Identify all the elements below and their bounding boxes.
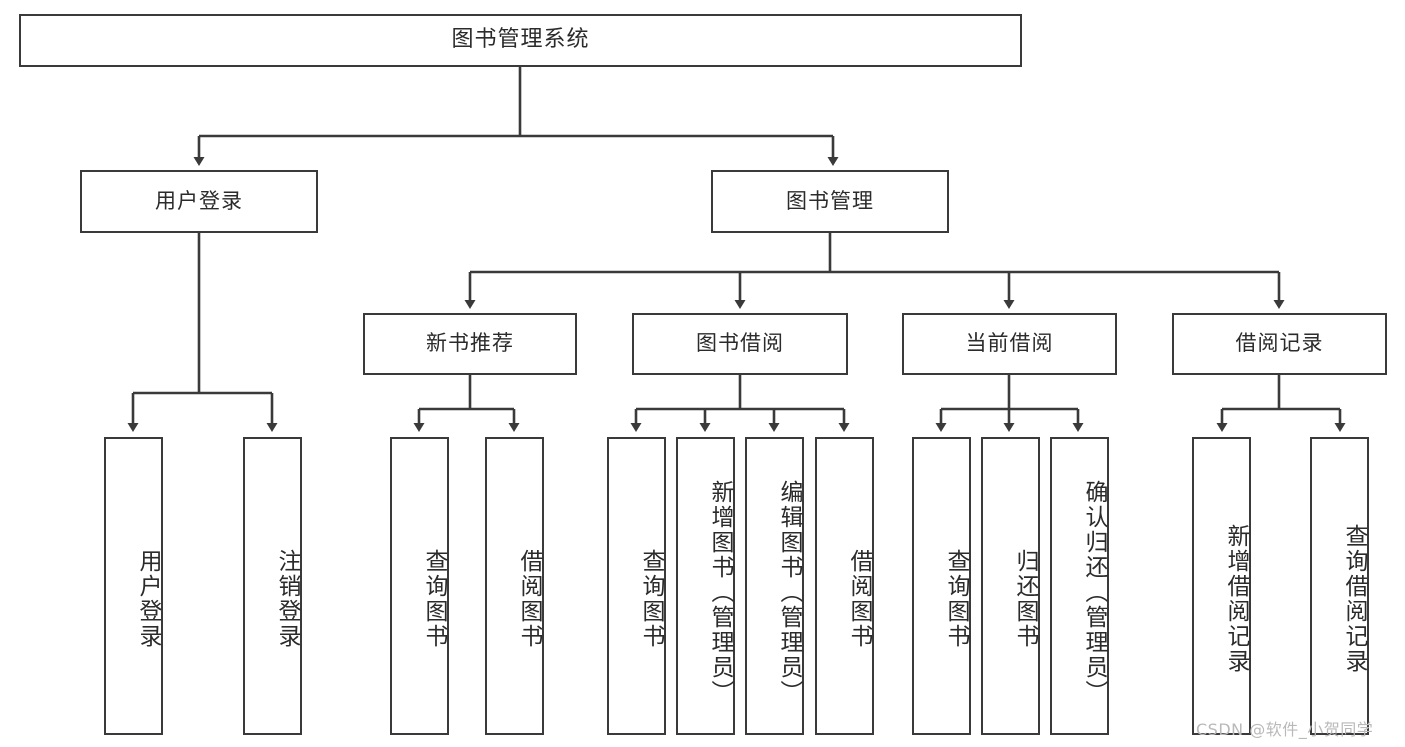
- leaf-add-book[interactable]: 新增图书（管理员）: [676, 437, 735, 735]
- node-book-borrow[interactable]: 图书借阅: [632, 313, 848, 375]
- node-label: 查询图书: [421, 549, 447, 649]
- node-label: 图书管理: [786, 188, 874, 213]
- leaf-query-book-3[interactable]: 查询图书: [912, 437, 971, 735]
- node-label: 新增借阅记录: [1223, 524, 1249, 674]
- node-borrow-record[interactable]: 借阅记录: [1172, 313, 1387, 375]
- leaf-borrow-book-1[interactable]: 借阅图书: [485, 437, 544, 735]
- node-label: 用户登录: [135, 549, 161, 649]
- leaf-confirm-return[interactable]: 确认归还（管理员）: [1050, 437, 1109, 735]
- node-label: 新书推荐: [426, 331, 514, 356]
- node-label: 确认归还（管理员）: [1081, 479, 1107, 705]
- leaf-edit-book[interactable]: 编辑图书（管理员）: [745, 437, 804, 735]
- node-label: 归还图书: [1012, 549, 1038, 649]
- node-label: 注销登录: [274, 549, 300, 649]
- node-label: 图书借阅: [696, 331, 784, 356]
- leaf-borrow-book-2[interactable]: 借阅图书: [815, 437, 874, 735]
- watermark-csdn: CSDN @软件_小贺同学: [1196, 720, 1374, 739]
- leaf-return-book[interactable]: 归还图书: [981, 437, 1040, 735]
- node-label: 用户登录: [155, 188, 243, 213]
- node-label: 查询借阅记录: [1341, 524, 1367, 674]
- node-label: 借阅图书: [516, 549, 542, 649]
- leaf-query-book-2[interactable]: 查询图书: [607, 437, 666, 735]
- node-label: 新增图书（管理员）: [707, 479, 733, 705]
- node-label: 编辑图书（管理员）: [776, 479, 802, 705]
- leaf-add-record[interactable]: 新增借阅记录: [1192, 437, 1251, 735]
- node-current-borrow[interactable]: 当前借阅: [902, 313, 1117, 375]
- leaf-query-record[interactable]: 查询借阅记录: [1310, 437, 1369, 735]
- node-label: 当前借阅: [965, 331, 1054, 356]
- node-label: 图书管理系统: [451, 27, 590, 53]
- node-label: 借阅记录: [1235, 331, 1324, 356]
- node-new-book-recommend[interactable]: 新书推荐: [363, 313, 577, 375]
- leaf-query-book-1[interactable]: 查询图书: [390, 437, 449, 735]
- node-label: 借阅图书: [846, 549, 872, 649]
- node-label: 查询图书: [638, 549, 664, 649]
- node-label: 查询图书: [943, 549, 969, 649]
- leaf-logout[interactable]: 注销登录: [243, 437, 302, 735]
- leaf-user-login[interactable]: 用户登录: [104, 437, 163, 735]
- node-user-login[interactable]: 用户登录: [80, 170, 318, 233]
- node-root-book-management-system[interactable]: 图书管理系统: [19, 14, 1022, 67]
- node-book-manage[interactable]: 图书管理: [711, 170, 949, 233]
